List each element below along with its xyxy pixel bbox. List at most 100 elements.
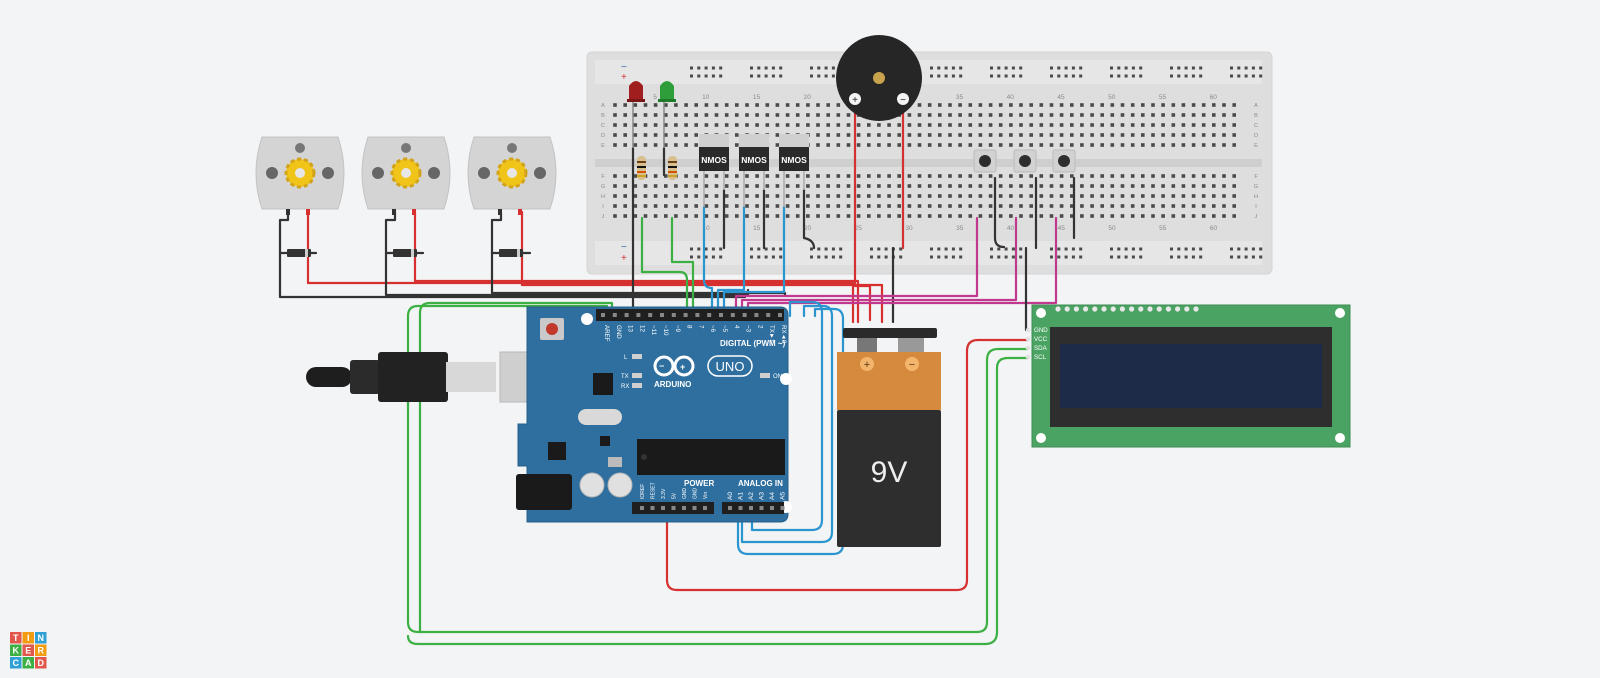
breadboard-hole[interactable] [674, 113, 678, 117]
breadboard-hole[interactable] [1029, 204, 1033, 208]
breadboard-hole[interactable] [907, 174, 912, 178]
rail-hole[interactable] [1064, 255, 1068, 259]
breadboard-hole[interactable] [927, 113, 932, 117]
breadboard-hole[interactable] [1191, 194, 1196, 198]
breadboard-hole[interactable] [917, 194, 922, 198]
breadboard-hole[interactable] [694, 214, 698, 218]
breadboard-hole[interactable] [674, 123, 678, 127]
header-pin[interactable] [660, 313, 664, 317]
rail-hole[interactable] [1071, 247, 1075, 251]
rail-hole[interactable] [1184, 247, 1188, 251]
rail-hole[interactable] [1131, 66, 1135, 70]
breadboard-hole[interactable] [1181, 194, 1186, 198]
rail-hole[interactable] [1110, 74, 1113, 78]
breadboard-hole[interactable] [867, 133, 871, 137]
breadboard-hole[interactable] [1070, 143, 1074, 147]
rail-hole[interactable] [1117, 74, 1121, 78]
rail-hole[interactable] [711, 247, 715, 251]
breadboard-hole[interactable] [1049, 174, 1054, 178]
rail-hole[interactable] [824, 255, 828, 259]
breadboard-hole[interactable] [1080, 174, 1084, 178]
breadboard-hole[interactable] [867, 123, 871, 127]
breadboard-hole[interactable] [948, 194, 952, 198]
breadboard-hole[interactable] [1039, 174, 1044, 178]
breadboard-hole[interactable] [664, 174, 668, 178]
breadboard-hole[interactable] [613, 184, 617, 188]
breadboard-hole[interactable] [826, 214, 830, 218]
breadboard-hole[interactable] [856, 133, 861, 137]
breadboard-hole[interactable] [765, 194, 770, 198]
breadboard-hole[interactable] [1151, 123, 1155, 127]
rail-hole[interactable] [1237, 247, 1241, 251]
rail-hole[interactable] [810, 74, 813, 78]
breadboard-hole[interactable] [1191, 113, 1196, 117]
breadboard-hole[interactable] [1049, 103, 1054, 107]
breadboard-hole[interactable] [938, 194, 942, 198]
breadboard-hole[interactable] [968, 204, 973, 208]
breadboard-hole[interactable] [1009, 174, 1013, 178]
breadboard-hole[interactable] [1181, 204, 1186, 208]
breadboard-hole[interactable] [1019, 204, 1023, 208]
rail-hole[interactable] [937, 66, 941, 70]
wire-nmos2-blue[interactable] [716, 205, 746, 318]
breadboard-hole[interactable] [867, 184, 871, 188]
breadboard-hole[interactable] [806, 174, 810, 178]
breadboard-hole[interactable] [664, 214, 668, 218]
rail-hole[interactable] [697, 255, 701, 259]
wire-nmos3-black[interactable] [802, 188, 816, 250]
rail-hole[interactable] [1050, 247, 1053, 251]
breadboard-hole[interactable] [897, 133, 901, 137]
breadboard-hole[interactable] [653, 113, 658, 117]
breadboard-hole[interactable] [785, 103, 790, 107]
breadboard-hole[interactable] [877, 204, 881, 208]
breadboard-hole[interactable] [1130, 113, 1135, 117]
wire-led1-green[interactable] [640, 216, 689, 318]
breadboard-hole[interactable] [1100, 133, 1104, 137]
breadboard-hole[interactable] [907, 214, 912, 218]
breadboard-hole[interactable] [917, 174, 922, 178]
breadboard-hole[interactable] [1039, 133, 1044, 137]
header-pin[interactable] [671, 506, 676, 510]
breadboard-hole[interactable] [826, 133, 830, 137]
breadboard-hole[interactable] [775, 214, 780, 218]
rail-hole[interactable] [1177, 247, 1181, 251]
breadboard-hole[interactable] [1100, 143, 1104, 147]
breadboard-hole[interactable] [1019, 123, 1023, 127]
breadboard-hole[interactable] [927, 184, 932, 188]
breadboard-hole[interactable] [1171, 184, 1176, 188]
breadboard-hole[interactable] [867, 204, 871, 208]
rail-hole[interactable] [1124, 255, 1128, 259]
breadboard-hole[interactable] [978, 184, 983, 188]
rail-hole[interactable] [1230, 247, 1233, 251]
rail-hole[interactable] [697, 74, 701, 78]
breadboard-hole[interactable] [623, 133, 627, 137]
rail-hole[interactable] [1170, 66, 1173, 70]
breadboard-hole[interactable] [785, 184, 790, 188]
rail-hole[interactable] [877, 247, 881, 251]
breadboard-hole[interactable] [1059, 174, 1064, 178]
breadboard-hole[interactable] [1232, 123, 1236, 127]
rail-hole[interactable] [1244, 66, 1248, 70]
breadboard-hole[interactable] [826, 143, 830, 147]
breadboard-hole[interactable] [1141, 214, 1145, 218]
breadboard-hole[interactable] [1029, 143, 1033, 147]
breadboard-hole[interactable] [998, 174, 1003, 178]
rail-hole[interactable] [1079, 247, 1083, 251]
rail-hole[interactable] [779, 255, 783, 259]
wire-scl-green-2[interactable] [418, 301, 614, 634]
breadboard-hole[interactable] [1171, 133, 1176, 137]
breadboard-hole[interactable] [927, 204, 932, 208]
breadboard-hole[interactable] [826, 174, 830, 178]
breadboard-hole[interactable] [735, 113, 739, 117]
breadboard-hole[interactable] [907, 113, 912, 117]
breadboard-hole[interactable] [1130, 194, 1135, 198]
breadboard-hole[interactable] [643, 194, 648, 198]
breadboard-hole[interactable] [867, 194, 871, 198]
rail-hole[interactable] [719, 247, 723, 251]
breadboard-holes[interactable] [613, 66, 1263, 259]
breadboard-hole[interactable] [623, 143, 627, 147]
breadboard-hole[interactable] [1232, 113, 1236, 117]
breadboard-hole[interactable] [1181, 113, 1186, 117]
breadboard-hole[interactable] [1039, 143, 1044, 147]
breadboard-hole[interactable] [1070, 123, 1074, 127]
